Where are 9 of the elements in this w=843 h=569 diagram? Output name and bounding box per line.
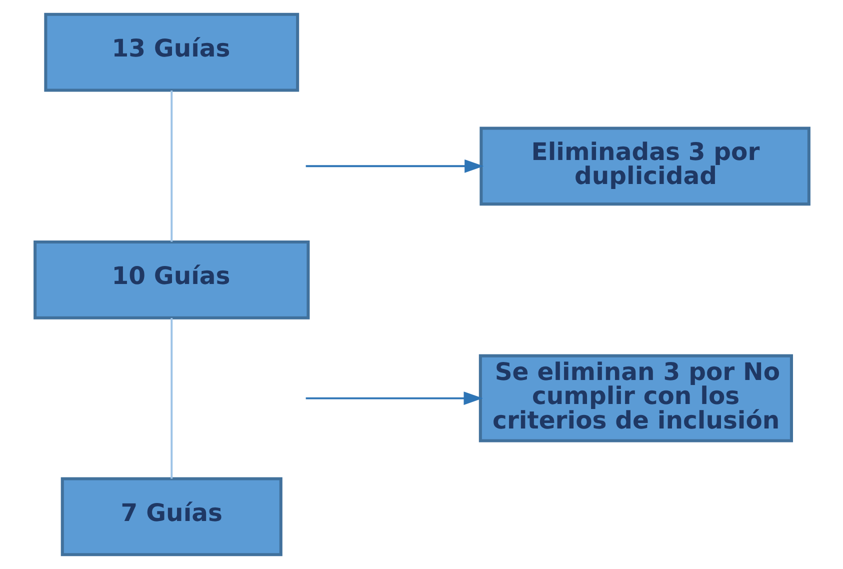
node-box: 7 Guías [60, 477, 282, 556]
node-box: 13 Guías [44, 12, 299, 92]
node-box: Se eliminan 3 por No cumplir con los criterios de inclusión [478, 354, 792, 442]
connector [170, 90, 172, 242]
node-box: 10 Guías [33, 240, 310, 320]
node-box: Eliminadas 3 por duplicidad [479, 126, 810, 206]
connector [170, 318, 172, 479]
arrow [305, 159, 484, 173]
arrow [305, 392, 482, 405]
